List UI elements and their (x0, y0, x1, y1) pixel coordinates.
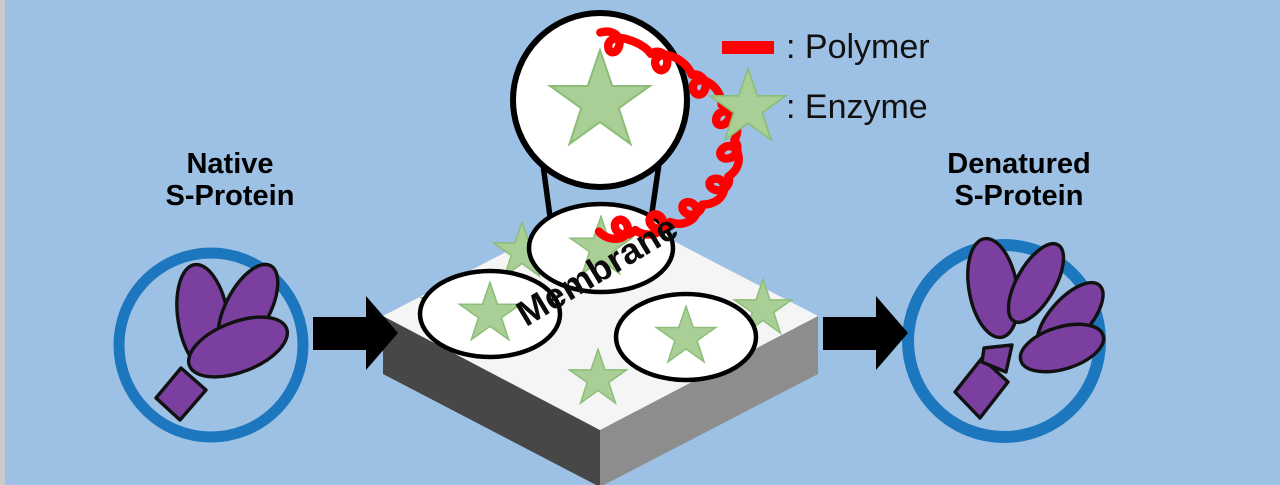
membrane-pore (613, 291, 759, 383)
protein-fragment (980, 343, 1014, 374)
membrane-right-face (600, 316, 818, 485)
membrane-top-face (383, 203, 818, 430)
process-arrow-left (313, 296, 398, 370)
protein-petal (1006, 242, 1066, 324)
membrane-pore (417, 268, 563, 360)
protein-stalk-detached (953, 356, 1010, 420)
membrane-pore (526, 201, 676, 295)
native-protein-illustration (113, 247, 309, 443)
magnified-pore-inset (510, 10, 743, 244)
membrane-slab (383, 203, 818, 485)
protein-stalk (154, 366, 208, 422)
membrane-left-face (383, 316, 600, 485)
polymer-ring (594, 27, 743, 244)
legend-polymer-swatch (722, 41, 774, 54)
membrane-pore-group (417, 201, 759, 383)
legend-polymer-label: : Polymer (786, 28, 930, 66)
left-edge-strip (0, 0, 5, 485)
protein-petal (1018, 322, 1106, 374)
protein-petal (186, 315, 290, 379)
legend-enzyme-label: : Enzyme (786, 88, 928, 126)
process-arrow-right (823, 296, 908, 370)
arrow-group (313, 296, 908, 370)
legend-group (709, 41, 787, 141)
native-protein-body (154, 262, 290, 422)
denatured-protein-body (953, 236, 1106, 420)
native-protein-ring (113, 247, 309, 443)
denatured-protein-illustration (902, 236, 1106, 443)
